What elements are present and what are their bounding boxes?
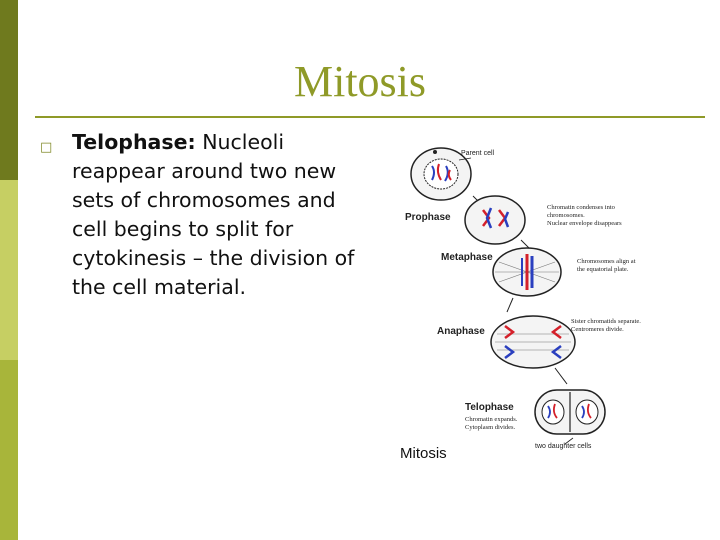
title-divider: [35, 116, 705, 118]
mitosis-diagram: Parent cell Prophase Metaphase Anaphase …: [395, 140, 675, 470]
metaphase-cell: [492, 247, 562, 297]
sidebar-stripe: [0, 0, 18, 540]
note-prophase: Chromatin condenses into chromosomes. Nu…: [547, 204, 622, 227]
label-prophase: Prophase: [405, 212, 451, 223]
bullet-description: Nucleoli reappear around two new sets of…: [72, 130, 355, 299]
sidebar-segment-mid: [0, 360, 18, 540]
parent-cell: [410, 147, 472, 201]
square-bullet-icon: □: [40, 140, 53, 155]
label-parent-cell: Parent cell: [461, 150, 495, 157]
anaphase-cell: [490, 315, 576, 369]
prophase-cell: [464, 195, 526, 245]
figure-caption: Mitosis: [400, 445, 447, 462]
label-daughter-cells: two daughter cells: [535, 443, 592, 450]
sidebar-segment-dark: [0, 0, 18, 180]
note-metaphase: Chromosomes align at the equatorial plat…: [577, 258, 636, 273]
bullet-text: Telophase: Nucleoli reappear around two …: [72, 128, 367, 302]
label-telophase: Telophase: [465, 402, 514, 413]
label-anaphase: Anaphase: [437, 326, 485, 337]
bullet-term: Telophase:: [72, 130, 196, 154]
slide-title: Mitosis: [293, 57, 427, 106]
note-telophase: Chromatin expands. Cytoplasm divides.: [465, 416, 518, 431]
mitosis-diagram-graphic: [410, 147, 606, 445]
sidebar-segment-light: [0, 180, 18, 360]
telophase-cell: [534, 389, 606, 435]
label-metaphase: Metaphase: [441, 252, 493, 263]
note-anaphase: Sister chromatids separate. Centromeres …: [571, 318, 641, 333]
